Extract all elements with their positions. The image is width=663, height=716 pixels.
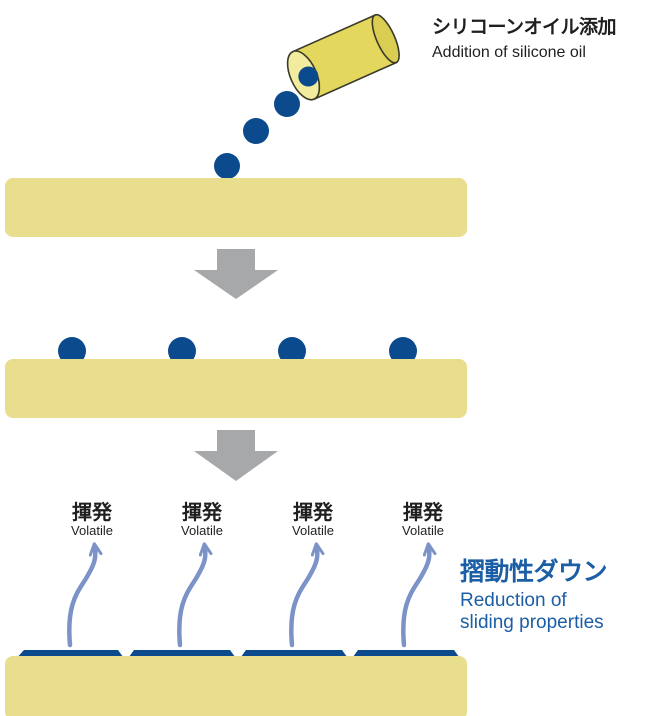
volatile-arrow [401, 549, 429, 648]
result-title-ja: 摺動性ダウン [460, 557, 608, 586]
resin-plate-step1 [5, 178, 467, 237]
oil-droplet-surface [58, 337, 86, 365]
volatile-label-ja: 揮発 [293, 500, 333, 524]
volatile-label-ja: 揮発 [403, 500, 443, 524]
volatile-arrow [67, 549, 95, 648]
step1-title-ja: シリコーンオイル添加 [432, 16, 617, 38]
down-arrow [194, 249, 278, 299]
oil-can-icon [286, 13, 400, 101]
down-arrow [194, 430, 278, 481]
volatile-label-en: Volatile [71, 523, 113, 538]
oil-droplet-surface [168, 337, 196, 365]
result-line2-en: sliding properties [460, 612, 604, 633]
resin-plate-step2 [5, 359, 467, 418]
oil-droplet [243, 118, 269, 144]
oil-droplet-surface [278, 337, 306, 365]
oil-droplet [274, 91, 300, 117]
volatile-label-en: Volatile [181, 523, 223, 538]
oil-droplet-surface [389, 337, 417, 365]
step1-title-en: Addition of silicone oil [432, 44, 586, 61]
volatile-arrow [289, 549, 317, 648]
volatile-label-en: Volatile [402, 523, 444, 538]
oil-droplet [214, 153, 240, 179]
volatile-label-en: Volatile [292, 523, 334, 538]
volatile-arrow [177, 549, 205, 648]
result-line1-en: Reduction of [460, 590, 567, 611]
resin-plate-step3 [5, 656, 467, 716]
volatile-label-ja: 揮発 [182, 500, 222, 524]
volatile-label-ja: 揮発 [72, 500, 112, 524]
